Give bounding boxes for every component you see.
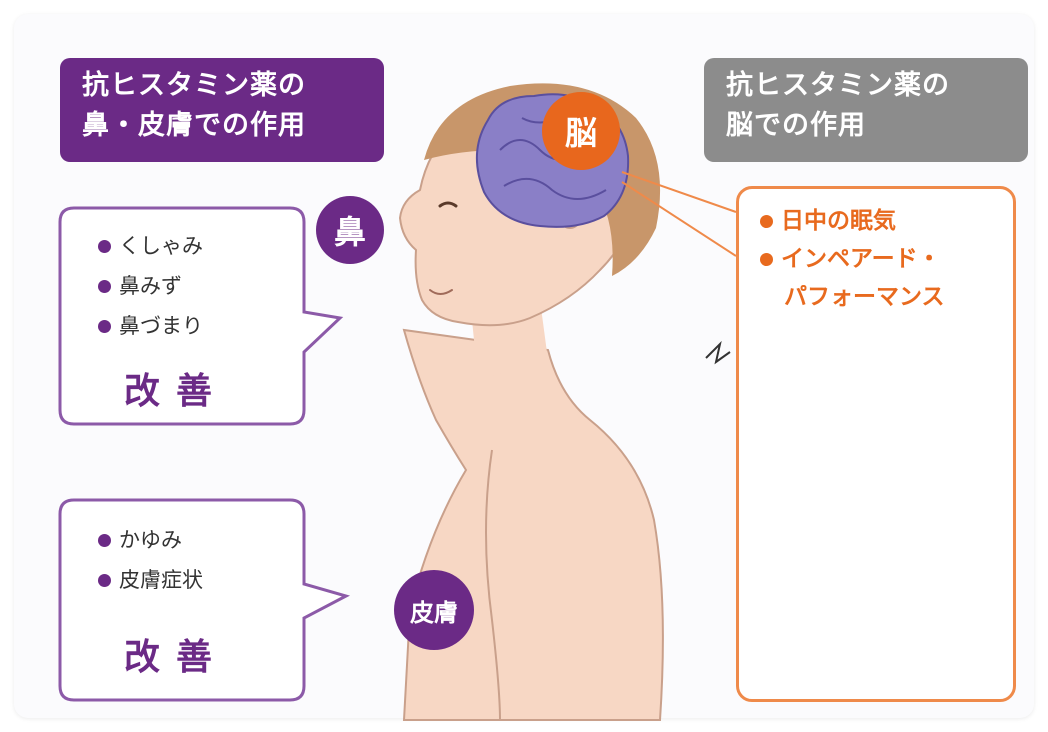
- list-item: 日中の眠気: [760, 202, 945, 240]
- bullet-icon: [98, 533, 111, 547]
- bullet-icon: [98, 239, 111, 253]
- skin-improve-label: 改善: [124, 637, 229, 678]
- bullet-icon: [98, 573, 111, 587]
- list-item: インペアード・: [760, 240, 945, 278]
- list-item: くしゃみ: [98, 226, 203, 266]
- list-item: 皮膚症状: [98, 560, 203, 600]
- skin-symptom-list: かゆみ 皮膚症状: [98, 520, 203, 600]
- header-right-line2: 脳での作用: [726, 110, 866, 141]
- list-item: 鼻づまり: [98, 306, 203, 346]
- nose-improve-label: 改善: [124, 371, 229, 412]
- bullet-icon: [98, 319, 111, 333]
- list-item-continuation: パフォーマンス: [784, 284, 945, 310]
- bullet-icon: [760, 214, 773, 228]
- list-item: かゆみ: [98, 520, 203, 560]
- brain-effect-list: 日中の眠気 インペアード・ パフォーマンス: [760, 202, 945, 316]
- connector-brain: [621, 171, 737, 257]
- bullet-icon: [98, 279, 111, 293]
- header-nose-skin-effect: 抗ヒスタミン薬の 鼻・皮膚での作用: [60, 58, 384, 162]
- header-left-line2: 鼻・皮膚での作用: [82, 110, 306, 141]
- header-right-line1: 抗ヒスタミン薬の: [726, 70, 950, 101]
- nose-bubble-outline: [58, 206, 344, 426]
- nose-symptom-list: くしゃみ 鼻みず 鼻づまり: [98, 226, 203, 346]
- arm-line: [485, 449, 501, 721]
- bullet-icon: [760, 252, 773, 266]
- eye: [438, 201, 458, 208]
- header-left-line1: 抗ヒスタミン薬の: [82, 70, 306, 101]
- body-torso: [402, 328, 664, 721]
- skin-badge: 皮膚: [394, 570, 474, 650]
- brain-effect-panel: [736, 186, 1016, 702]
- nose-badge: 鼻: [316, 196, 384, 264]
- skin-bubble-outline: [58, 498, 351, 702]
- list-item: 鼻みず: [98, 266, 203, 306]
- brain-badge: 脳: [542, 92, 620, 170]
- mouth: [429, 289, 453, 295]
- header-brain-effect: 抗ヒスタミン薬の 脳での作用: [704, 58, 1028, 162]
